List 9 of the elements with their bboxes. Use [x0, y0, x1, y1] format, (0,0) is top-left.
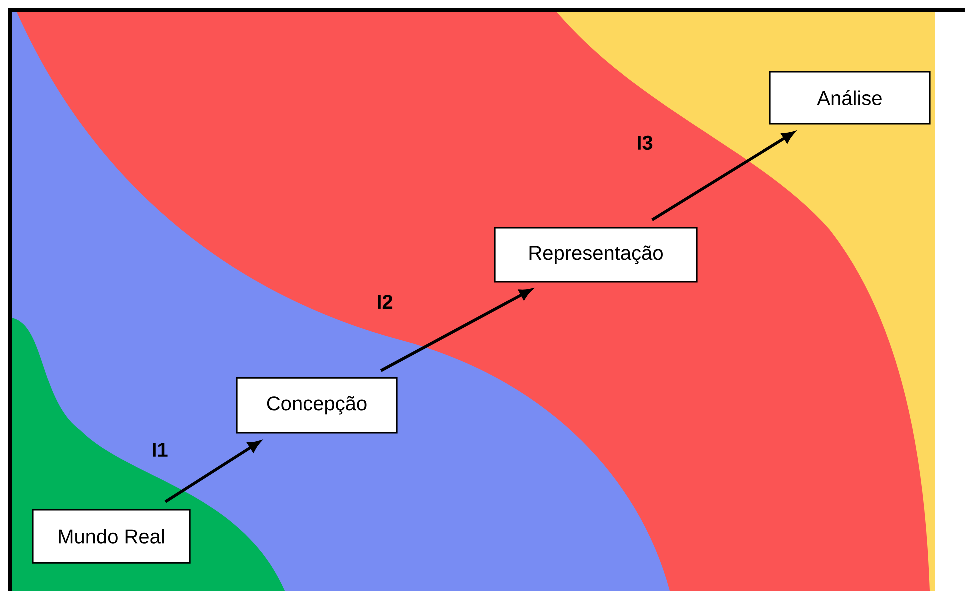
edge-label: I1: [153, 443, 168, 457]
text-box: Análise: [769, 71, 931, 125]
text-box: Concepção: [236, 377, 398, 434]
text-box: Mundo Real: [32, 509, 191, 564]
edge-label: I2: [378, 295, 393, 309]
text-box: Representação: [494, 227, 698, 283]
arrow: [164, 440, 261, 504]
arrow: [380, 288, 532, 372]
edge-label: I3: [638, 136, 653, 150]
